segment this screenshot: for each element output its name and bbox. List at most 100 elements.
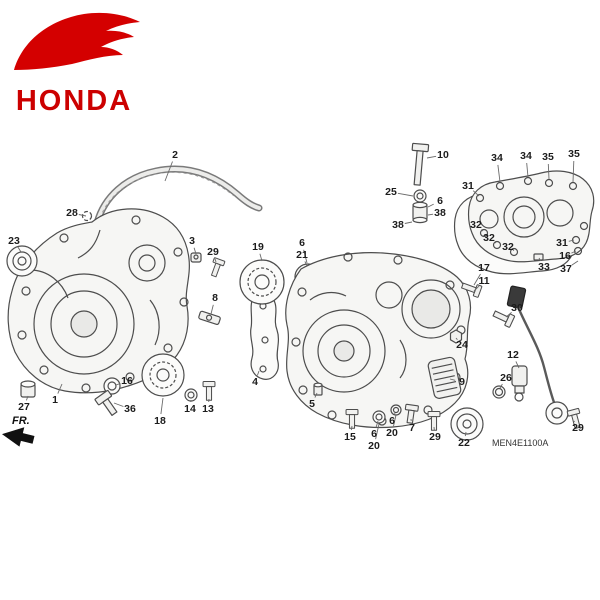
right-side-cover <box>467 170 595 263</box>
part-callout-10[interactable]: 10 <box>437 149 449 161</box>
fr-direction-indicator: FR. <box>1 415 35 447</box>
diagram-code: MEN4E1100A <box>492 438 548 448</box>
callout-leader-line <box>472 190 480 197</box>
part-callout-25[interactable]: 25 <box>385 186 397 198</box>
callout-leader-line <box>404 221 413 224</box>
part-callout-32[interactable]: 32 <box>483 232 495 244</box>
callout-leader-line <box>426 155 437 159</box>
part-callout-16[interactable]: 16 <box>121 375 133 387</box>
part-callout-21[interactable]: 21 <box>296 249 308 261</box>
oil-strainer-9 <box>427 356 462 399</box>
part-callout-34[interactable]: 34 <box>520 150 532 162</box>
part-callout-2[interactable]: 2 <box>172 149 178 161</box>
callout-leader-line <box>473 273 481 286</box>
part-callout-6[interactable]: 6 <box>389 415 395 427</box>
fr-label: FR. <box>12 415 30 427</box>
nut-24 <box>449 329 463 344</box>
part-callout-29[interactable]: 29 <box>207 246 219 258</box>
part-callout-26[interactable]: 26 <box>500 372 512 384</box>
part-callout-13[interactable]: 13 <box>202 403 214 415</box>
seal-6-20-b <box>390 404 402 416</box>
callout-leader-line <box>214 258 217 263</box>
callout-leader-line <box>455 337 458 340</box>
part-callout-22[interactable]: 22 <box>458 437 470 449</box>
callout-leader-line <box>449 378 456 381</box>
ball-bearing-19 <box>239 259 285 305</box>
part-callout-29[interactable]: 29 <box>429 431 441 443</box>
callout-leader-line <box>568 239 575 242</box>
callout-leader-line <box>304 261 308 267</box>
part-callout-30[interactable]: 30 <box>511 302 523 314</box>
oil-seal-22 <box>450 407 484 441</box>
part-callout-38[interactable]: 38 <box>434 207 446 219</box>
callout-leader-line <box>210 304 214 315</box>
part-callout-9[interactable]: 9 <box>459 376 465 388</box>
part-callout-7[interactable]: 7 <box>409 422 415 434</box>
part-callout-6[interactable]: 6 <box>371 428 377 440</box>
part-callout-35[interactable]: 35 <box>568 148 580 160</box>
callout-leader-line <box>78 214 87 217</box>
part-callout-18[interactable]: 18 <box>154 415 166 427</box>
part-callout-24[interactable]: 24 <box>456 339 468 351</box>
part-callout-20[interactable]: 20 <box>368 440 380 452</box>
callout-leader-line <box>113 402 124 407</box>
center-gasket-4 <box>249 292 280 380</box>
washer-25 <box>413 189 427 203</box>
callout-leader-line <box>57 383 63 394</box>
breather-tube <box>81 165 263 227</box>
bolt-7 <box>404 403 419 424</box>
callout-leader-line <box>427 203 434 208</box>
part-callout-6[interactable]: 6 <box>437 195 443 207</box>
part-callout-12[interactable]: 12 <box>507 349 519 361</box>
part-callout-20[interactable]: 20 <box>386 427 398 439</box>
brand-header: HONDA <box>14 12 140 117</box>
part-callout-14[interactable]: 14 <box>184 403 196 415</box>
part-callout-38[interactable]: 38 <box>392 219 404 231</box>
part-callout-23[interactable]: 23 <box>8 235 20 247</box>
callout-leader-line <box>473 285 480 292</box>
part-callout-32[interactable]: 32 <box>502 241 514 253</box>
callout-leader-line <box>314 392 318 398</box>
part-callout-33[interactable]: 33 <box>538 261 550 273</box>
part-callout-31[interactable]: 31 <box>462 180 474 192</box>
part-callout-15[interactable]: 15 <box>344 431 356 443</box>
callout-leader-line <box>573 420 575 423</box>
callout-leader-line <box>497 164 501 183</box>
part-callout-35[interactable]: 35 <box>542 151 554 163</box>
part-callout-19[interactable]: 19 <box>252 241 264 253</box>
part-callout-34[interactable]: 34 <box>491 152 503 164</box>
part-callout-8[interactable]: 8 <box>212 292 218 304</box>
seal-6-20-a <box>372 410 386 424</box>
bolt-29-bottom <box>427 410 441 431</box>
part-callout-4[interactable]: 4 <box>252 376 258 388</box>
callout-leader-line <box>375 423 380 440</box>
part-callout-11[interactable]: 11 <box>478 275 489 287</box>
callout-leader-line <box>481 229 484 232</box>
part-callout-6[interactable]: 6 <box>299 237 305 249</box>
part-callout-3[interactable]: 3 <box>189 235 195 247</box>
part-callout-27[interactable]: 27 <box>18 401 30 413</box>
callout-leader-line <box>303 249 308 264</box>
part-callout-17[interactable]: 17 <box>478 262 490 274</box>
part-callout-16[interactable]: 16 <box>559 250 571 262</box>
oil-seal-23 <box>6 245 38 277</box>
callout-leader-line <box>393 414 397 427</box>
callout-leader-line <box>494 241 497 244</box>
part-callout-31[interactable]: 31 <box>556 237 568 249</box>
part-callout-32[interactable]: 32 <box>470 219 482 231</box>
callout-leader-line <box>394 412 396 415</box>
part-callout-5[interactable]: 5 <box>309 398 315 410</box>
callout-leader-line <box>164 161 173 182</box>
part-callout-1[interactable]: 1 <box>52 394 58 406</box>
bolt-36 <box>94 390 118 416</box>
part-callout-36[interactable]: 36 <box>124 403 136 415</box>
part-callout-28[interactable]: 28 <box>66 207 78 219</box>
tube-clamp-3 <box>190 252 202 263</box>
callout-leader-line <box>526 162 529 178</box>
callout-leader-line <box>193 247 197 255</box>
callout-leader-line <box>512 249 515 251</box>
part-callout-37[interactable]: 37 <box>560 263 572 275</box>
part-callout-29[interactable]: 29 <box>572 422 584 434</box>
